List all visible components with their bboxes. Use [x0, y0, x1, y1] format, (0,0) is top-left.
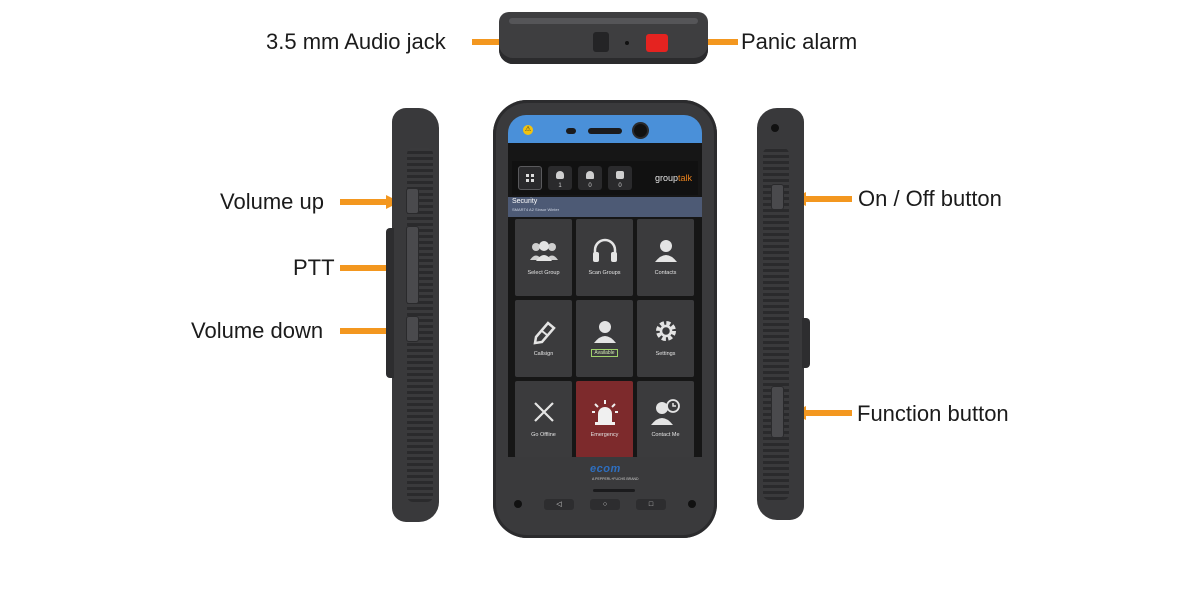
audio-jack	[593, 32, 609, 52]
grouptalk-logo: grouptalk	[654, 173, 692, 183]
gear-icon	[637, 316, 694, 346]
group-subtitle: SMART4 A2 Sinsor Winter	[512, 207, 560, 212]
audio-jack-label: 3.5 mm Audio jack	[266, 29, 446, 54]
screw	[514, 500, 522, 508]
contact-me-tile: Contact Me	[637, 381, 694, 458]
group-icon	[515, 235, 572, 265]
device-left-side	[386, 108, 439, 522]
on-off-button	[771, 184, 784, 210]
contact-icon	[637, 235, 694, 265]
contacts-tile: Contacts	[637, 219, 694, 296]
message-icon: 0	[608, 166, 632, 190]
volume-up-label: Volume up	[220, 189, 324, 214]
front-camera	[634, 124, 647, 137]
ecom-logo: ecom	[590, 463, 621, 475]
brand-strip: ecom A PEPPERL+FUCHS BRAND	[508, 457, 702, 489]
screw	[688, 500, 696, 508]
home-button-icon: ○	[590, 499, 620, 510]
proximity-sensor	[566, 128, 576, 134]
tag-icon	[515, 316, 572, 346]
settings-tile: Settings	[637, 300, 694, 377]
ecom-tagline: A PEPPERL+FUCHS BRAND	[592, 477, 639, 481]
ptt-label: PTT	[293, 255, 335, 280]
panic-alarm-button	[646, 34, 668, 52]
siren-icon	[576, 397, 633, 427]
headphones-icon	[576, 235, 633, 265]
hardware-nav-bar: ◁ ○ □	[508, 489, 702, 521]
device-front-view: ⚠ 1 0 0 grouptalk Security SMART4 A2 Sin…	[493, 100, 717, 538]
home-grid-icon	[518, 166, 542, 190]
earpiece-speaker	[588, 128, 622, 134]
current-group-bar: Security SMART4 A2 Sinsor Winter	[508, 197, 702, 217]
go-offline-tile: Go Offline	[515, 381, 572, 458]
scan-groups-tile: Scan Groups	[576, 219, 633, 296]
callsign-tile: Callsign	[515, 300, 572, 377]
app-tile-grid: Select Group Scan Groups Contacts Callsi…	[515, 219, 695, 458]
ptt-button	[406, 226, 419, 304]
x-icon	[515, 397, 572, 427]
volume-down-label: Volume down	[191, 318, 324, 343]
device-right-side	[757, 108, 810, 520]
device-top-view	[499, 12, 708, 64]
function-button	[771, 386, 784, 438]
group-name: Security	[512, 198, 538, 205]
available-badge: Available	[591, 349, 618, 357]
microphone-hole	[625, 41, 629, 45]
select-group-tile: Select Group	[515, 219, 572, 296]
back-button-icon: ◁	[544, 499, 574, 510]
availability-tile: Available	[576, 300, 633, 377]
device-screen: 1 0 0 grouptalk Security SMART4 A2 Sinso…	[508, 143, 702, 458]
volume-up-button	[406, 188, 419, 214]
panic-alarm-label: Panic alarm	[741, 29, 858, 54]
volume-up-arrow	[340, 195, 400, 209]
app-status-bar: 1 0 0 grouptalk	[512, 161, 698, 195]
recent-apps-button-icon: □	[636, 499, 666, 510]
user-count-icon: 1	[548, 166, 572, 190]
on-off-label: On / Off button	[858, 186, 1002, 211]
function-button-label: Function button	[857, 401, 1009, 426]
lanyard-hole	[771, 124, 779, 132]
ex-certification-icon: ⚠	[523, 125, 533, 135]
volume-down-button	[406, 316, 419, 342]
contact-clock-icon	[637, 397, 694, 427]
bell-icon: 0	[578, 166, 602, 190]
speaker-grille	[593, 489, 635, 492]
emergency-tile: Emergency	[576, 381, 633, 458]
user-icon	[576, 316, 633, 346]
